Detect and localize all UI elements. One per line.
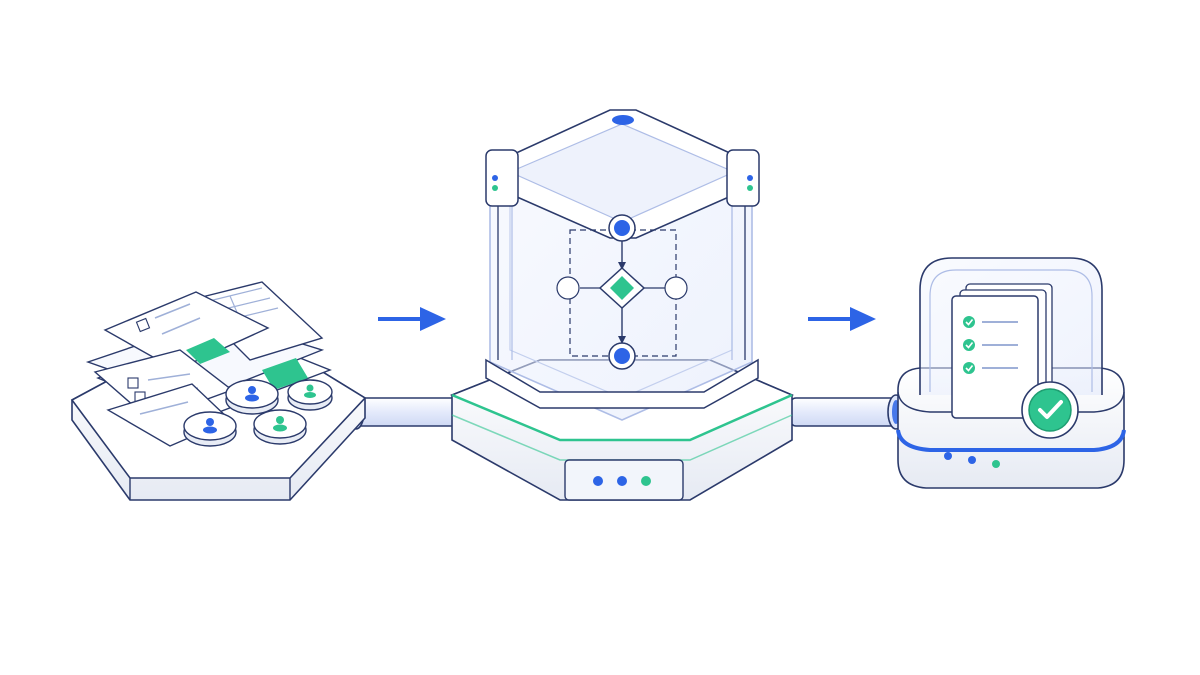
user-icon [288,380,332,410]
flow-node-end [609,343,635,369]
process-stage [452,110,792,500]
pipe-process-to-output [790,395,904,429]
user-icon [254,410,306,444]
flow-arrow-icon [378,307,446,331]
flow-arrow-icon [808,307,876,331]
output-stage [898,258,1124,488]
check-circle-icon [1022,382,1078,438]
input-stage [72,282,365,500]
user-icon [184,412,236,446]
user-icon [226,380,278,414]
flow-node-start [609,215,635,241]
